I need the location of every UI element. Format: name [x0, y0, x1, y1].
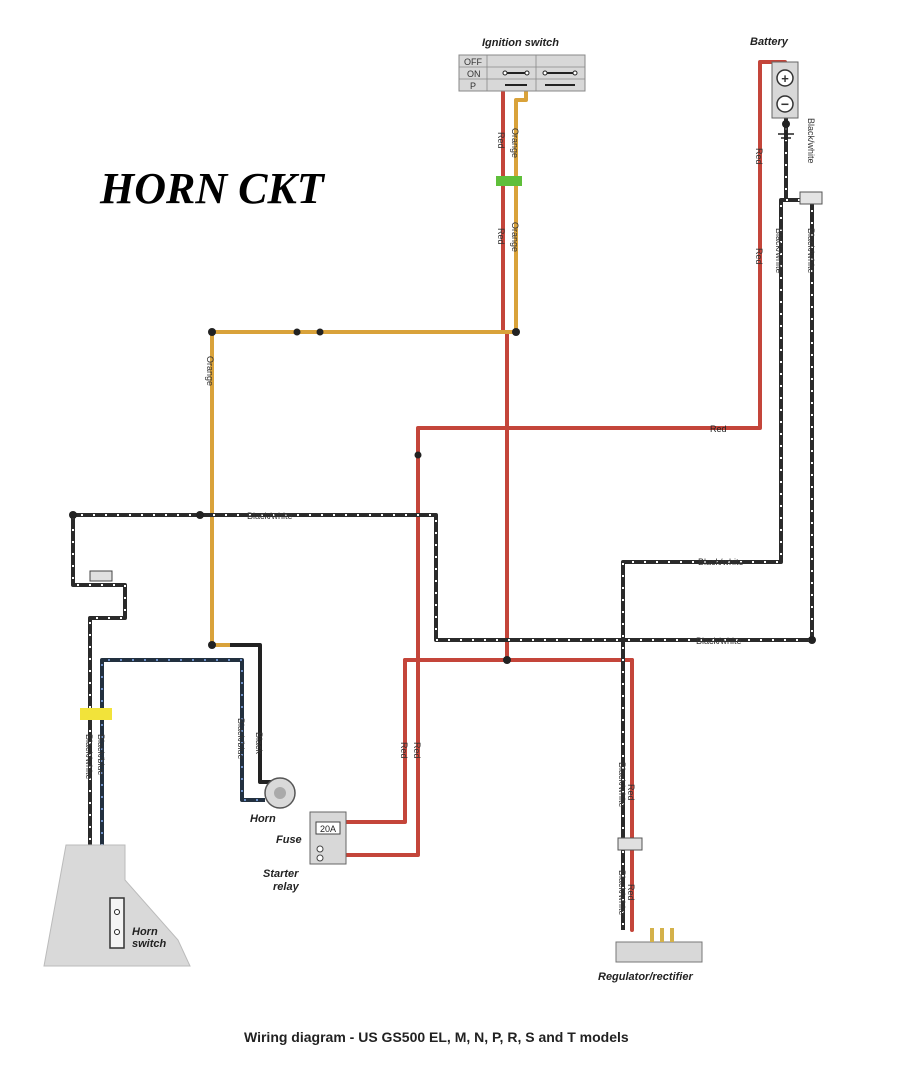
wire-label-bw-6: Black/white	[696, 636, 742, 646]
ground-icon	[778, 124, 794, 143]
wire-label-orange-2: Orange	[510, 222, 520, 252]
wire-label-bw-9: Black/white	[617, 870, 627, 916]
red-wires	[344, 60, 787, 932]
wire-label-red-8: Red	[626, 784, 636, 801]
ignition-switch: OFF ON P Ignition switch	[458, 37, 586, 92]
regulator-connector	[617, 837, 643, 851]
wire-label-orange-1: Orange	[510, 128, 520, 158]
junction-nodes	[69, 120, 816, 664]
wire-label-black-blue-1: Black/blue	[236, 718, 246, 760]
wire-label-red-4: Red	[754, 248, 764, 265]
diagram-title: HORN CKT	[99, 164, 326, 213]
battery-label: Battery	[750, 36, 789, 48]
ignition-switch-label: Ignition switch	[482, 37, 559, 49]
wire-label-black: Black	[254, 732, 264, 755]
wire-label-red-1: Red	[496, 132, 506, 149]
diagram-caption: Wiring diagram - US GS500 EL, M, N, P, R…	[244, 1029, 629, 1045]
horn-switch-label-1: Horn	[132, 926, 158, 938]
horn: Horn	[250, 777, 296, 825]
wire-label-bw-5: Black/white	[698, 557, 744, 567]
wire-label-bw-8: Black/white	[617, 762, 627, 808]
wire-label-bw-2: Black/white	[774, 228, 784, 274]
battery-connector	[799, 191, 823, 205]
ignition-position-p: P	[470, 81, 476, 91]
battery: Battery + −	[750, 36, 799, 143]
fuse-label: Fuse	[276, 834, 302, 846]
wire-label-red-9: Red	[626, 884, 636, 901]
wire-label-orange-3: Orange	[205, 356, 215, 386]
regulator-rectifier: Regulator/rectifier	[598, 928, 703, 983]
battery-minus-icon: −	[781, 96, 789, 112]
wire-label-bw-1: Black/white	[806, 118, 816, 164]
regulator-label: Regulator/rectifier	[598, 971, 693, 983]
left-connector	[89, 570, 113, 582]
starter-relay-label-1: Starter	[263, 868, 299, 880]
horn-switch-housing: Horn switch	[43, 844, 191, 967]
yellow-connector	[80, 708, 112, 720]
wire-labels: Red Orange Red Orange Red Black/white Re…	[84, 118, 816, 916]
wire-label-red-6: Red	[399, 742, 409, 759]
wire-label-black-blue-2: Black/blue	[96, 734, 106, 776]
wire-label-red-7: Red	[412, 742, 422, 759]
black-white-wires	[71, 104, 814, 940]
wire-label-red-5: Red	[710, 424, 727, 434]
wire-label-red-3: Red	[754, 148, 764, 165]
ignition-position-off: OFF	[464, 57, 482, 67]
battery-plus-icon: +	[781, 71, 789, 86]
black-wire	[230, 643, 272, 784]
wire-label-red-2: Red	[496, 228, 506, 245]
fuse-starter-relay: 20A Fuse Starter relay	[263, 811, 347, 893]
green-connector	[496, 176, 522, 186]
wire-label-bw-7: Black/white	[84, 734, 94, 780]
horn-label: Horn	[250, 813, 276, 825]
starter-relay-label-2: relay	[273, 881, 300, 893]
black-blue-wire	[100, 658, 265, 930]
wire-label-bw-4: Black/white	[247, 511, 293, 521]
horn-switch-label-2: switch	[132, 938, 167, 950]
ignition-position-on: ON	[467, 69, 481, 79]
wire-label-bw-3: Black/white	[806, 228, 816, 274]
fuse-rating: 20A	[320, 824, 336, 834]
